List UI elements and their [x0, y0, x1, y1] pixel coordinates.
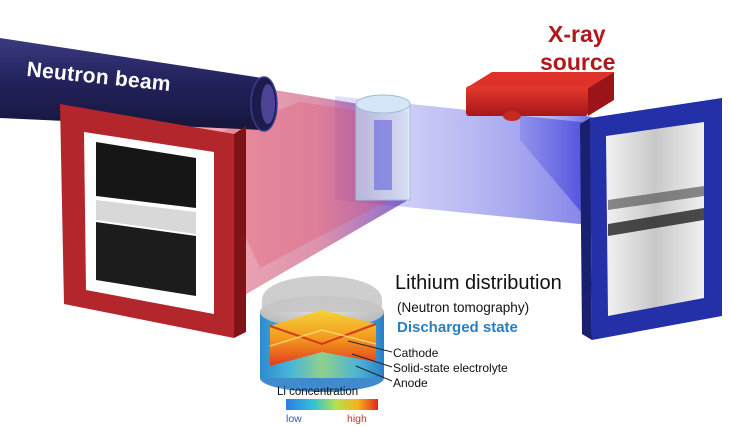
xray-source-top: [466, 72, 614, 88]
tomography-cutaway: [270, 310, 376, 366]
electrolyte-label: Solid-state electrolyte: [393, 361, 508, 375]
xray-source-label-line2: source: [540, 49, 616, 75]
electrolyte-pointer: [351, 353, 393, 368]
lithium-distribution-title: Lithium distribution: [395, 272, 562, 294]
xray-image-band-2: [608, 208, 704, 236]
xray-source: [466, 86, 588, 116]
neutron-detector-edge: [234, 126, 246, 338]
xray-source-label-line1: X-ray: [548, 21, 606, 47]
colorbar-low-label: low: [286, 413, 302, 425]
cathode-pointer: [347, 340, 393, 353]
neutron-image-electrolyte: [96, 200, 196, 234]
xray-detector-edge: [580, 118, 592, 340]
anode-pointer: [355, 365, 393, 382]
xray-image-band-1: [608, 186, 704, 210]
neutron-image-anode: [96, 222, 196, 296]
colorbar-high-label: high: [347, 413, 367, 425]
colorbar: [286, 399, 378, 410]
anode-label: Anode: [393, 376, 428, 390]
lithium-distribution-subtitle: (Neutron tomography): [397, 300, 530, 315]
discharged-state-label: Discharged state: [397, 319, 518, 336]
sample-beam-pass: [374, 120, 392, 190]
tomography-render: [260, 276, 384, 392]
cathode-label: Cathode: [393, 346, 439, 360]
tube-glow: [261, 84, 275, 124]
sample-top: [355, 94, 411, 114]
xray-source-side: [588, 72, 614, 116]
xray-nozzle: [503, 111, 521, 121]
neutron-image-cathode: [96, 142, 196, 208]
colorbar-title: Li concentration: [277, 386, 359, 398]
